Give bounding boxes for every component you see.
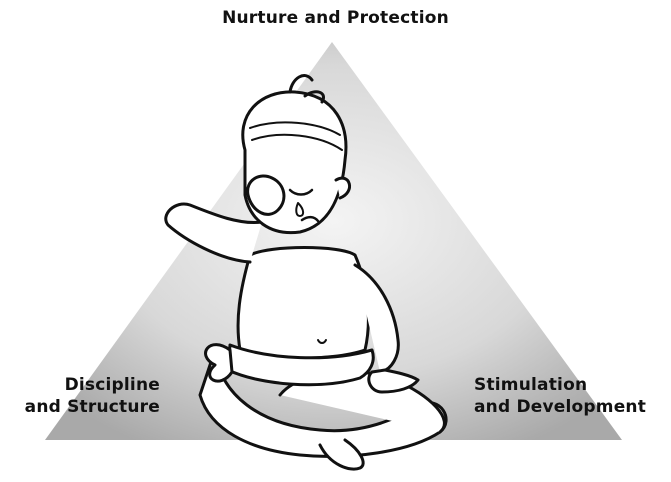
apex-label: Nurture and Protection: [0, 7, 671, 29]
bottom-right-label: Stimulation and Development: [474, 374, 669, 418]
bottom-right-label-line1: Stimulation: [474, 374, 669, 396]
bottom-right-label-line2: and Development: [474, 396, 669, 418]
bottom-left-label-line2: and Structure: [10, 396, 160, 418]
bottom-left-label: Discipline and Structure: [10, 374, 160, 418]
bottom-left-label-line1: Discipline: [10, 374, 160, 396]
